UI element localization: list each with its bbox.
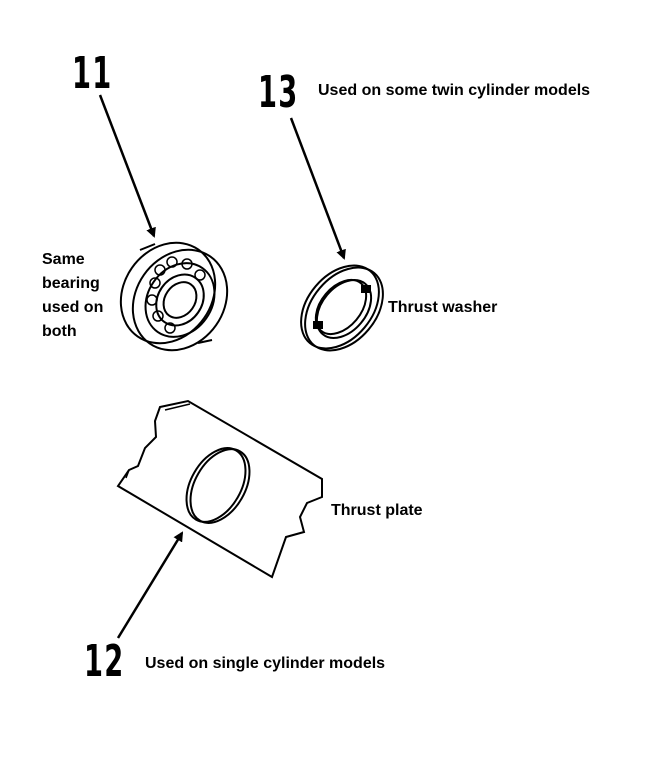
thrust-plate-drawing bbox=[116, 399, 323, 579]
part-number-13: 13 bbox=[258, 67, 299, 118]
bearing-drawing bbox=[119, 241, 229, 352]
arrow-11 bbox=[98, 94, 156, 238]
thrust-washer-drawing bbox=[300, 264, 384, 352]
thrust-washer-label: Thrust washer bbox=[388, 299, 498, 316]
arrow-13 bbox=[289, 117, 346, 260]
twin-cylinder-note: Used on some twin cylinder models bbox=[318, 82, 591, 99]
part-number-11: 11 bbox=[72, 48, 113, 99]
same-bearing-note: Same bearing used on both bbox=[42, 251, 104, 340]
arrow-12 bbox=[116, 531, 184, 639]
single-cylinder-note: Used on single cylinder models bbox=[145, 655, 386, 672]
part-number-12: 12 bbox=[84, 636, 125, 687]
thrust-plate-label: Thrust plate bbox=[331, 502, 423, 519]
